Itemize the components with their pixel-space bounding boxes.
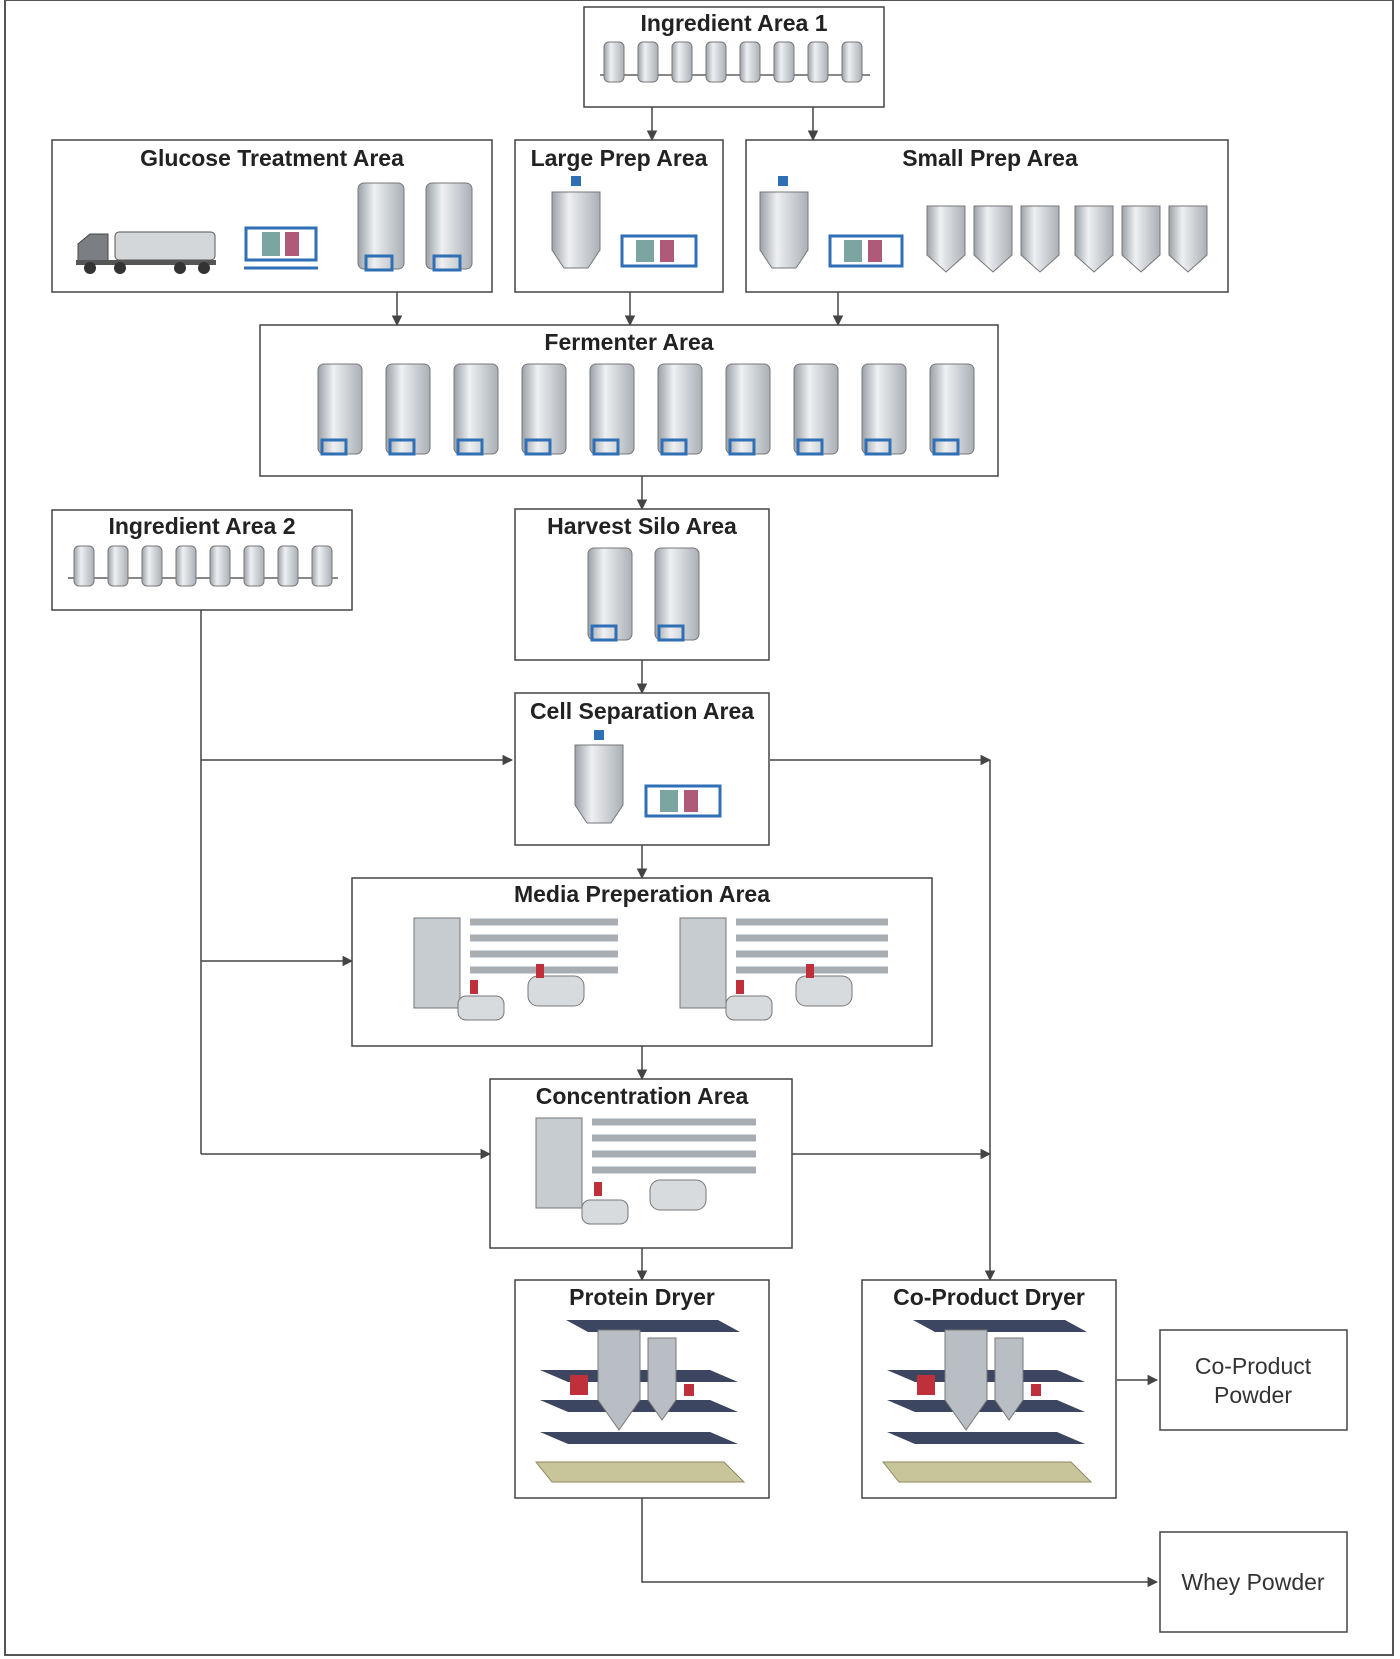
- node-title: Concentration Area: [536, 1083, 749, 1109]
- silo-tank-icon: [654, 547, 700, 642]
- mixing-tank-icon: [574, 730, 624, 824]
- node-media-preperation-area: Media Preperation Area: [351, 877, 933, 1047]
- page-border: [4, 0, 1394, 1656]
- node-large-prep-area: Large Prep Area: [514, 139, 724, 293]
- mixing-tank-icon: [551, 176, 601, 269]
- output-label: Whey Powder: [1181, 1569, 1325, 1595]
- node-small-prep-area: Small Prep Area: [745, 139, 1229, 293]
- heat-exchanger-skid-icon: [244, 226, 318, 270]
- node-title: Glucose Treatment Area: [140, 145, 404, 171]
- heat-exchanger-skid-icon: [620, 234, 698, 268]
- node-title: Co-Product Dryer: [893, 1284, 1085, 1310]
- node-title: Protein Dryer: [569, 1284, 715, 1310]
- output-co-product-powder: Co-Product Powder: [1159, 1329, 1348, 1431]
- silo-tank-icon: [587, 547, 633, 642]
- evaporator-plant-icon: [535, 1117, 756, 1225]
- node-ingredient-area-1: Ingredient Area 1: [583, 6, 885, 108]
- node-title: Ingredient Area 2: [108, 513, 295, 539]
- tank-icon: [425, 182, 473, 272]
- node-title: Harvest Silo Area: [547, 513, 737, 539]
- node-glucose-treatment-area: Glucose Treatment Area: [51, 139, 493, 293]
- tanker-truck-icon: [76, 231, 216, 274]
- node-title: Ingredient Area 1: [640, 10, 827, 36]
- fermenter-tank-row-icon: [317, 363, 975, 456]
- node-protein-dryer: Protein Dryer: [514, 1279, 770, 1499]
- heat-exchanger-skid-icon: [644, 784, 722, 818]
- silo-row-icon: [68, 545, 338, 587]
- node-harvest-silo-area: Harvest Silo Area: [514, 508, 770, 661]
- node-cell-separation-area: Cell Separation Area: [514, 692, 770, 846]
- evaporator-plant-icon: [679, 917, 888, 1021]
- node-ingredient-area-2: Ingredient Area 2: [51, 509, 353, 611]
- spray-dryer-icon: [534, 1320, 746, 1483]
- node-title: Large Prep Area: [531, 145, 708, 171]
- output-label-line-2: Powder: [1214, 1382, 1292, 1408]
- node-title: Media Preperation Area: [514, 881, 770, 907]
- output-label-line-1: Co-Product: [1195, 1353, 1312, 1379]
- node-concentration-area: Concentration Area: [489, 1078, 793, 1249]
- output-whey-powder: Whey Powder: [1159, 1531, 1348, 1633]
- node-co-product-dryer: Co-Product Dryer: [861, 1279, 1117, 1499]
- connectors: [200, 107, 1159, 1588]
- small-mixing-tank-row-icon: [926, 205, 1208, 273]
- tank-icon: [357, 182, 405, 272]
- node-title: Small Prep Area: [902, 145, 1078, 171]
- mixing-tank-icon: [759, 176, 809, 269]
- node-title: Cell Separation Area: [530, 698, 754, 724]
- silo-row-icon: [600, 41, 870, 83]
- node-title: Fermenter Area: [544, 329, 713, 355]
- spray-dryer-icon: [881, 1320, 1093, 1483]
- evaporator-plant-icon: [413, 917, 618, 1021]
- node-fermenter-area: Fermenter Area: [259, 324, 999, 477]
- heat-exchanger-skid-icon: [828, 234, 904, 268]
